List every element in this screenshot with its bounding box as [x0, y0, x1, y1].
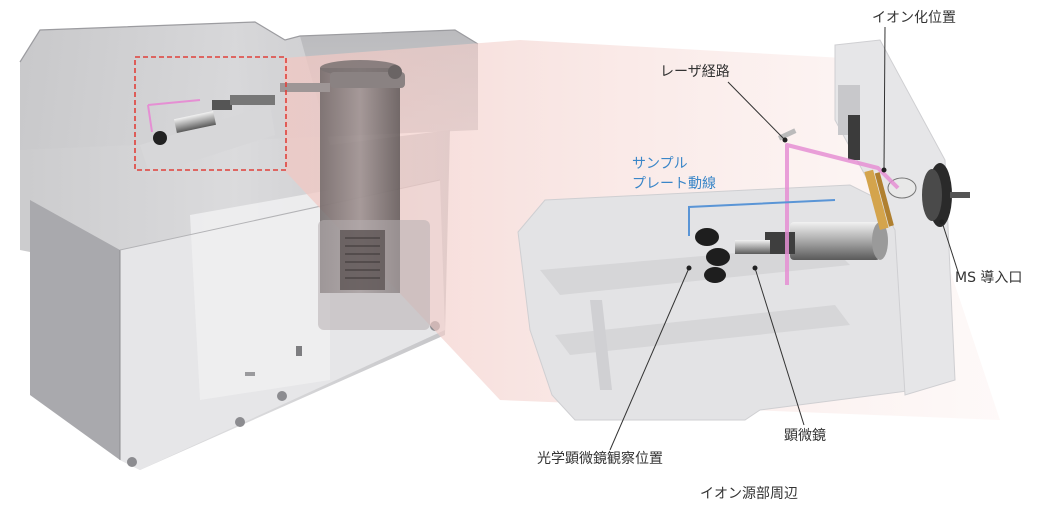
zoom-highlight-box	[134, 56, 287, 171]
label-microscope: 顕微鏡	[784, 428, 826, 444]
mini-ion-source	[140, 95, 275, 175]
label-sample-plate-line2: プレート動線	[632, 176, 716, 192]
callout-dots	[686, 137, 945, 271]
laser-path	[785, 143, 900, 285]
label-optical-observation-position: 光学顕微鏡観察位置	[537, 451, 663, 467]
label-ms-inlet: MS 導入口	[955, 270, 1023, 286]
internal-column	[280, 60, 430, 330]
ion-source-detail	[517, 39, 970, 421]
label-ion-source-area: イオン源部周辺	[700, 486, 798, 502]
label-laser-path: レーザ経路	[660, 64, 730, 80]
callout-lines	[609, 26, 961, 451]
label-sample-plate-line1: サンプル	[632, 156, 688, 172]
sample-plate-path	[688, 199, 836, 236]
label-ionization-position: イオン化位置	[872, 10, 956, 26]
